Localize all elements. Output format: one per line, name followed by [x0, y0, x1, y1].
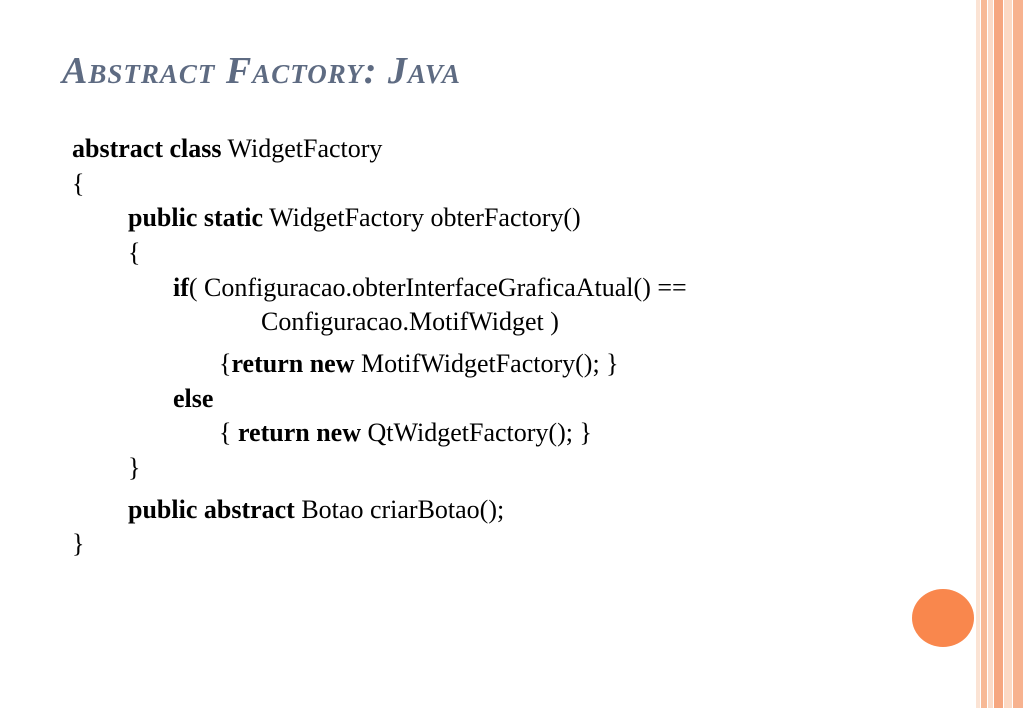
code-text: WidgetFactory obterFactory(): [263, 203, 581, 232]
code-text: {: [128, 238, 141, 267]
code-text: ( Configuracao.obterInterfaceGraficaAtua…: [188, 273, 687, 302]
code-text: {: [72, 169, 85, 198]
code-text: }: [72, 529, 85, 558]
code-text: {: [219, 349, 232, 378]
code-text: WidgetFactory: [221, 134, 383, 163]
code-line-5: if( Configuracao.obterInterfaceGraficaAt…: [173, 273, 687, 303]
code-text: MotifWidgetFactory(); }: [354, 349, 619, 378]
code-line-8: else: [173, 384, 213, 414]
decor-stripe: [994, 0, 1003, 708]
decor-stripe: [1004, 0, 1012, 708]
code-text: QtWidgetFactory(); }: [361, 418, 592, 447]
code-line-4: {: [128, 238, 140, 268]
code-line-3: public static WidgetFactory obterFactory…: [128, 203, 581, 233]
code-line-10: }: [128, 453, 140, 483]
decor-stripe: [1013, 0, 1023, 708]
code-keyword: public abstract: [128, 495, 295, 524]
code-line-1: abstract class WidgetFactory: [72, 134, 382, 164]
decor-stripe: [976, 0, 980, 708]
code-keyword: else: [173, 384, 214, 413]
code-line-7: {return new MotifWidgetFactory(); }: [219, 349, 619, 379]
code-keyword: return new: [231, 349, 355, 378]
code-text: }: [128, 453, 141, 482]
code-line-6: Configuracao.MotifWidget ): [261, 307, 559, 337]
code-text: Botao criarBotao();: [294, 495, 505, 524]
slide-title: Abstract Factory: Java: [62, 50, 461, 92]
code-line-11: public abstract Botao criarBotao();: [128, 495, 504, 525]
code-line-12: }: [72, 529, 84, 559]
code-line-2: {: [72, 169, 84, 199]
code-keyword: return new: [237, 418, 361, 447]
decor-stripe: [988, 0, 993, 708]
decor-circle: [912, 589, 974, 647]
code-keyword: public static: [128, 203, 264, 232]
code-line-9: { return new QtWidgetFactory(); }: [219, 418, 592, 448]
decor-stripe: [981, 0, 987, 708]
code-keyword: if: [173, 273, 189, 302]
code-keyword: abstract class: [72, 134, 222, 163]
code-text: Configuracao.MotifWidget ): [261, 307, 559, 336]
code-text: {: [219, 418, 238, 447]
